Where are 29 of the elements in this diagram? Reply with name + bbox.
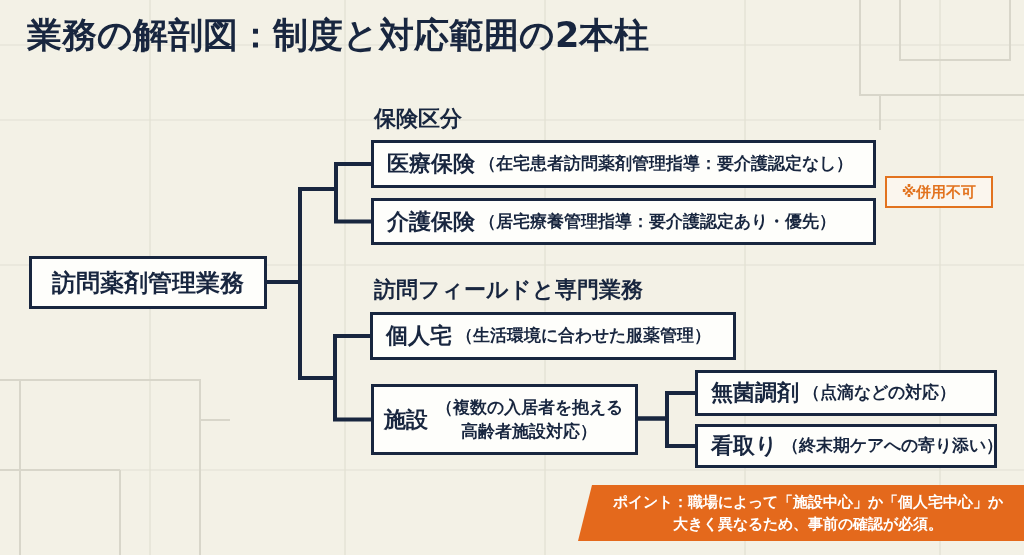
callout-banner [578, 485, 1024, 541]
detail-text: （複数の入居者を抱える高齢者施設対応） [434, 396, 624, 443]
heading-text: 無菌調剤 [711, 379, 799, 407]
section-heading: 訪問フィールドと専門業務 [374, 276, 643, 304]
banner-text: ポイント：職場によって「施設中心」か「個人宅中心」か大きく異なるため、事前の確認が必須。 [612, 491, 1004, 535]
heading-text: 医療保険 [387, 150, 475, 178]
category-box [695, 424, 997, 468]
note-text: ※併用不可 [901, 182, 977, 202]
category-box [370, 312, 736, 360]
detail-text: （在宅患者訪問薬剤管理指導：要介護認定なし） [479, 153, 853, 175]
category-box [371, 384, 638, 455]
connector-line [267, 280, 371, 422]
heading-text: 看取り [711, 432, 778, 460]
heading-text: 施設 [384, 405, 428, 434]
note-tag [885, 176, 993, 208]
page-title: 業務の解剖図：制度と対応範囲の2本柱 [27, 14, 650, 57]
category-box [371, 198, 876, 245]
heading-text: 個人宅 [386, 322, 452, 350]
category-box [371, 140, 876, 188]
category-box [29, 256, 267, 309]
detail-text: （居宅療養管理指導：要介護認定あり・優先） [479, 210, 836, 233]
detail-text: （点滴などの対応） [803, 382, 956, 404]
detail-text: （終末期ケアへの寄り添い） [782, 435, 1003, 457]
heading-text: 訪問薬剤管理業務 [52, 267, 244, 299]
detail-text: （生活環境に合わせた服薬管理） [456, 325, 711, 347]
heading-text: 介護保険 [387, 207, 475, 236]
connector-line [638, 416, 695, 448]
category-box [695, 370, 997, 416]
section-heading: 保険区分 [374, 105, 462, 133]
